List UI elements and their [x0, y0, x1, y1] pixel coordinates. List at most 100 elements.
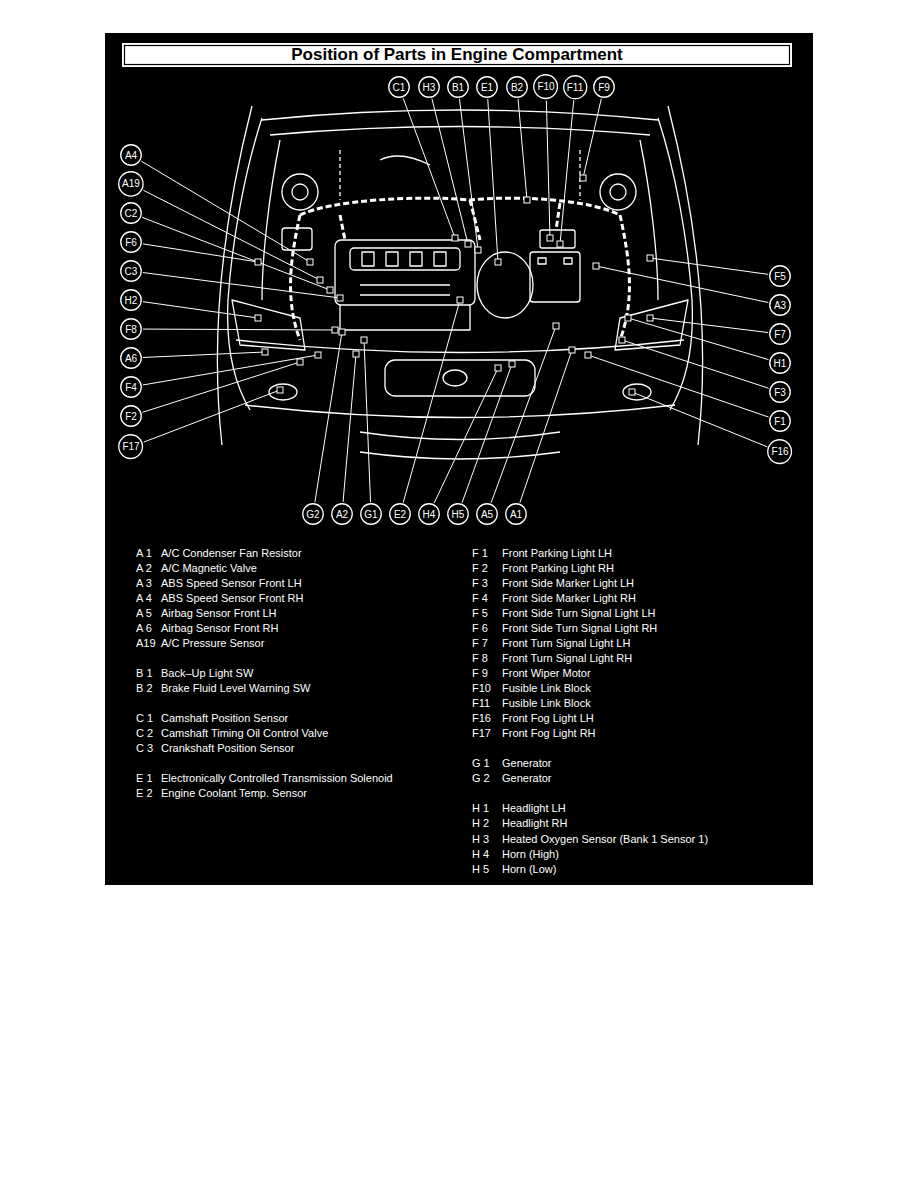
- connector-symbol: [337, 295, 343, 301]
- leader-line: [628, 318, 768, 360]
- callout-label-box: B1: [447, 76, 469, 98]
- callout-number: H1: [774, 358, 787, 369]
- callout-circle: F17: [118, 434, 143, 459]
- callout-label-box: F2: [120, 405, 142, 427]
- leader-line: [142, 362, 300, 412]
- callout-circle: H3: [418, 76, 440, 98]
- part-code: H 3: [472, 833, 489, 846]
- callout-label-box: F8: [120, 318, 142, 340]
- callout-number: F17: [122, 441, 139, 452]
- callout-label-box: F11: [563, 75, 588, 100]
- part-code: E 2: [136, 787, 153, 800]
- callout-number: C3: [125, 266, 138, 277]
- callout-label-box: C1: [388, 76, 410, 98]
- callout-ring: [448, 504, 469, 525]
- callout-ring: [419, 77, 440, 98]
- callout-label-box: F3: [769, 381, 791, 403]
- connector-symbol: [509, 361, 515, 367]
- callout-label-box: A6: [120, 347, 142, 369]
- callout-number: H5: [452, 509, 465, 520]
- callout-circle: E1: [476, 76, 498, 98]
- callout-number: E1: [481, 82, 493, 93]
- connector-symbol: [524, 197, 530, 203]
- callout-ring: [121, 232, 142, 253]
- connector-symbol: [647, 315, 653, 321]
- callout-number: A5: [481, 509, 493, 520]
- callout-number: F6: [125, 237, 137, 248]
- callout-circle: B1: [447, 76, 469, 98]
- callout-circle: C2: [120, 202, 142, 224]
- part-code: F16: [472, 712, 491, 725]
- callout-ring: [389, 77, 410, 98]
- part-code: F 2: [472, 562, 488, 575]
- callout-number: H3: [423, 82, 436, 93]
- callout-circle: A1: [505, 503, 527, 525]
- illustration-line: [386, 252, 398, 266]
- part-name: Engine Coolant Temp. Sensor: [161, 787, 307, 800]
- callout-label-box: A1: [505, 503, 527, 525]
- callout-circle: F3: [769, 381, 791, 403]
- part-name: Front Fog Light LH: [502, 712, 594, 725]
- illustration-line: [410, 252, 422, 266]
- black-panel: [105, 33, 813, 885]
- callout-circle: H1: [769, 352, 791, 374]
- callout-number: C2: [125, 208, 138, 219]
- connector-symbol: [625, 315, 631, 321]
- callout-ring: [121, 145, 142, 166]
- leader-line: [142, 217, 330, 290]
- part-code: H 2: [472, 817, 489, 830]
- part-name: A/C Pressure Sensor: [161, 637, 264, 650]
- callout-number: E2: [394, 509, 406, 520]
- part-code: G 2: [472, 772, 490, 785]
- callout-label-box: A3: [769, 294, 791, 316]
- callout-circle: H2: [120, 289, 142, 311]
- part-name: Front Parking Light LH: [502, 547, 612, 560]
- part-code: F10: [472, 682, 491, 695]
- part-name: A/C Magnetic Valve: [161, 562, 257, 575]
- connector-symbol: [580, 175, 586, 181]
- part-code: F 5: [472, 607, 488, 620]
- callout-circle: F11: [563, 75, 588, 100]
- callout-number: F3: [774, 387, 786, 398]
- illustration-line: [443, 370, 467, 386]
- callout-ring: [119, 435, 143, 459]
- part-name: Back–Up Light SW: [161, 667, 253, 680]
- part-name: Fusible Link Block: [502, 697, 591, 710]
- callout-circle: F7: [769, 323, 791, 345]
- illustration-line: [477, 252, 533, 318]
- callout-ring: [770, 411, 791, 432]
- callout-circle: F9: [593, 76, 615, 98]
- part-name: A/C Condenser Fan Resistor: [161, 547, 302, 560]
- illustration-line: [269, 384, 297, 400]
- leader-line: [650, 258, 768, 274]
- connector-symbol: [553, 323, 559, 329]
- callout-ring: [121, 348, 142, 369]
- callout-circle: A19: [118, 171, 144, 197]
- illustration-line: [470, 200, 480, 240]
- wire-harness: [291, 198, 630, 340]
- leader-line: [364, 340, 371, 502]
- connector-symbol: [255, 259, 261, 265]
- leader-line: [459, 99, 478, 250]
- callout-label-box: G2: [302, 503, 324, 525]
- part-code: F 3: [472, 577, 488, 590]
- leader-line: [462, 364, 512, 503]
- part-name: Generator: [502, 757, 552, 770]
- callout-ring: [390, 504, 411, 525]
- leader-line: [143, 352, 265, 357]
- connector-symbol: [629, 389, 635, 395]
- part-name: Headlight LH: [502, 802, 566, 815]
- callout-number: F10: [537, 81, 554, 92]
- part-name: Front Wiper Motor: [502, 667, 591, 680]
- callout-number: F16: [771, 446, 788, 457]
- part-code: F 8: [472, 652, 488, 665]
- callout-ring: [121, 377, 142, 398]
- leader-line: [315, 332, 342, 502]
- part-code: H 1: [472, 802, 489, 815]
- leader-line: [143, 302, 258, 318]
- part-name: Crankshaft Position Sensor: [161, 742, 294, 755]
- illustration-line: [564, 258, 572, 264]
- connector-symbol: [255, 315, 261, 321]
- callout-label-box: F5: [769, 265, 791, 287]
